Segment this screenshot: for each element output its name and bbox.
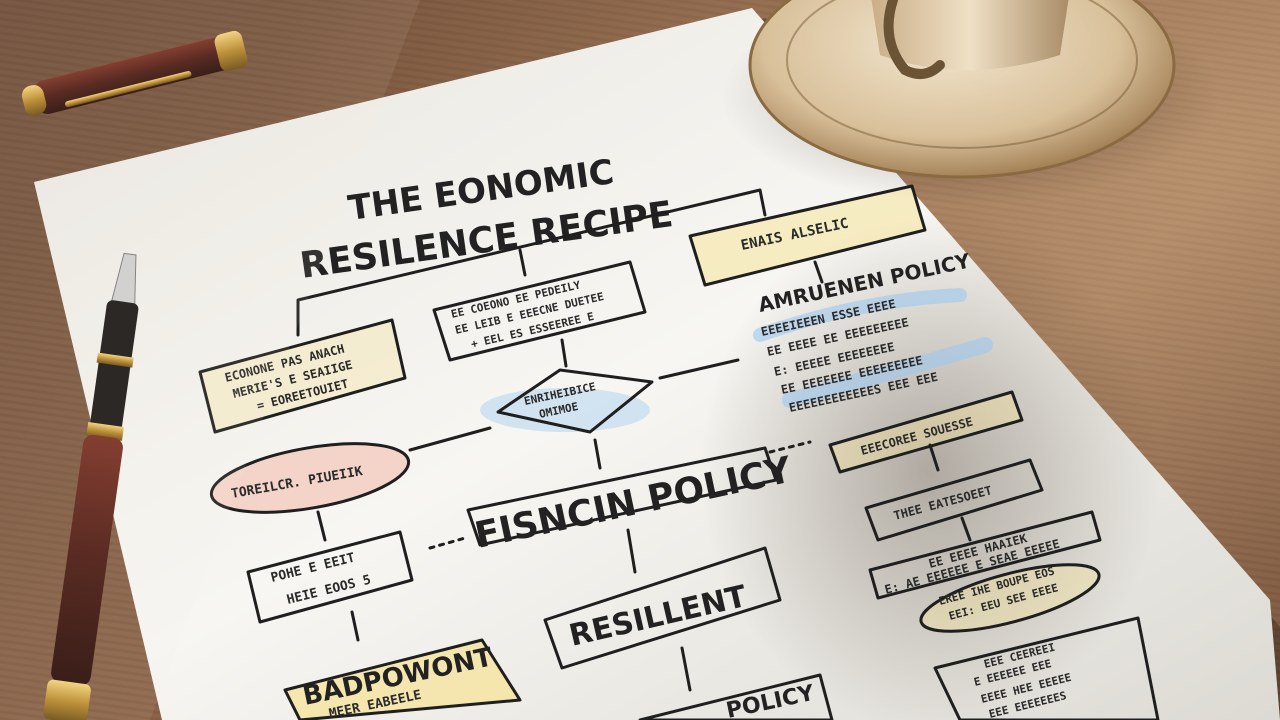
pen-icon [21, 30, 248, 116]
coffee-cup-icon [720, 0, 1220, 205]
light-overlay [0, 0, 420, 720]
fountain-pen-icon [43, 252, 139, 720]
saucer-icon [748, 0, 1176, 179]
